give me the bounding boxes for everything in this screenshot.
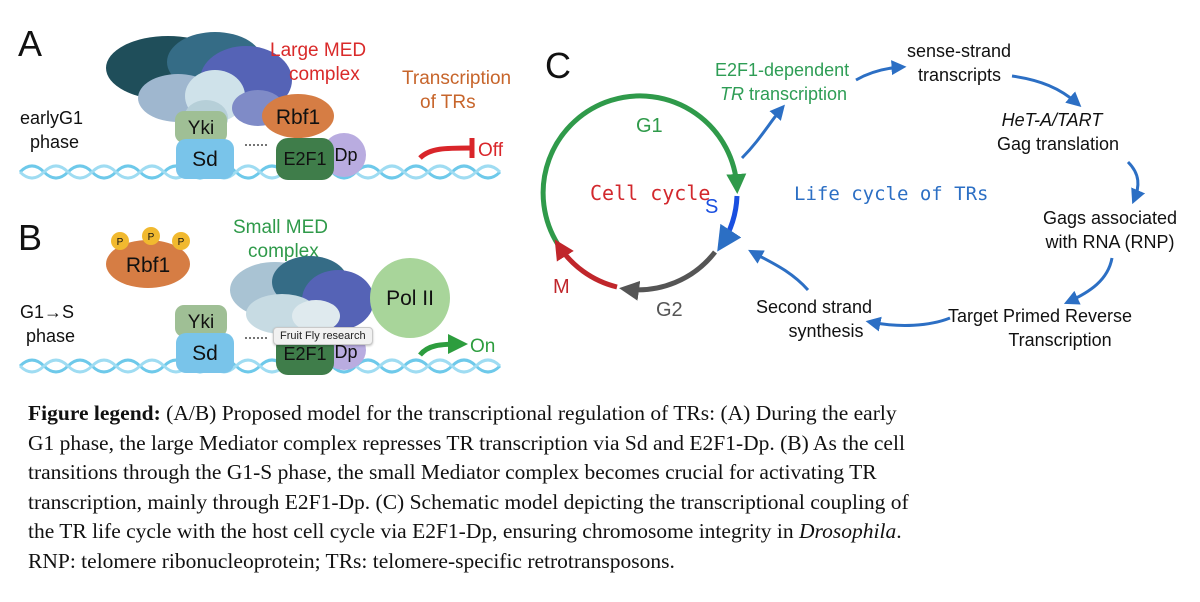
legend-line-1: Figure legend: (A/B) Proposed model for … <box>28 399 1178 429</box>
legend-text-1: (A/B) Proposed model for the transcripti… <box>160 401 897 425</box>
arrow-second-to-s <box>748 249 810 292</box>
legend-text-5b: Drosophila <box>799 519 897 543</box>
pol-ii-protein <box>370 258 450 338</box>
small-med-complex <box>230 256 374 334</box>
e2f1-label-b: E2F1 <box>283 344 326 364</box>
sense-strand-label-1: sense-strand <box>907 41 1011 61</box>
cell-cycle-arc-g2 <box>619 250 717 301</box>
phospho-label-1: P <box>117 237 124 248</box>
transcription-label-1: Transcription <box>402 68 511 89</box>
yki-label-b: Yki <box>188 312 214 333</box>
panel-a-letter: A <box>18 23 42 64</box>
legend-line-4: transcription, mainly through E2F1-Dp. (… <box>28 489 909 514</box>
second-strand-label-2: synthesis <box>788 321 863 341</box>
inhibition-arrow-off <box>418 145 473 160</box>
panel-c: C G1 S G2 M Cell cycle Life cycle of TRs… <box>540 41 1177 350</box>
tprt-label-2: Transcription <box>1008 330 1111 350</box>
legend-heading: Figure legend: <box>28 401 161 425</box>
phase-label-b-1: G1→S <box>20 302 74 322</box>
het-a-tart-label: HeT-A/TART <box>1002 110 1105 130</box>
dp-label-a: Dp <box>334 145 357 165</box>
transcription-label-2: of TRs <box>420 92 476 113</box>
arrow-het-to-gags <box>1126 160 1146 205</box>
dna-strand-b <box>18 358 502 374</box>
phospho-icon-3 <box>172 232 190 250</box>
cell-cycle-arc-s <box>717 195 742 252</box>
phase-g1-label: G1 <box>636 115 663 137</box>
yki-protein-a <box>175 111 227 143</box>
panel-b: B Rbf1 P P P Small MED complex G1→S phas… <box>18 217 502 375</box>
large-med-complex <box>106 32 292 136</box>
rbf1-label-b: Rbf1 <box>126 254 170 277</box>
sd-protein-a <box>176 139 234 179</box>
activation-arrow-on <box>418 334 468 357</box>
e2f1-protein-a <box>276 138 334 180</box>
arrow-tprt-to-second <box>865 316 951 332</box>
arrow-sense-to-het <box>1011 74 1082 107</box>
legend-text-5c: . <box>896 519 902 543</box>
rbf1-protein-a <box>262 94 334 138</box>
figure-diagram: A Large MED complex Transcription of TRs… <box>18 23 1177 375</box>
large-med-label-2: complex <box>289 64 360 85</box>
figure-legend: Figure legend: (A/B) Proposed model for … <box>28 399 1178 576</box>
panel-b-letter: B <box>18 217 42 258</box>
legend-line-6: RNP: telomere ribonucleoprotein; TRs: te… <box>28 548 675 573</box>
tooltip-fruit-fly: Fruit Fly research <box>273 327 373 345</box>
phospho-icon-2 <box>142 227 160 245</box>
legend-line-3: transitions through the G1-S phase, the … <box>28 460 877 484</box>
phase-label-a-1: earlyG1 <box>20 108 83 128</box>
tprt-label-1: Target Primed Reverse <box>948 306 1132 326</box>
second-strand-label-1: Second strand <box>756 297 872 317</box>
rbf1-label-a: Rbf1 <box>276 106 320 129</box>
panel-c-letter: C <box>545 45 571 86</box>
e2f1-label-a: E2F1 <box>283 149 326 169</box>
gag-translation-label: Gag translation <box>997 134 1119 154</box>
phase-s-label: S <box>705 196 718 218</box>
arrow-gags-to-tprt <box>1063 257 1114 305</box>
arrow-e2f1-to-sense <box>855 60 907 82</box>
yki-label-a: Yki <box>188 118 214 139</box>
tr-transcription-label: TR transcription <box>720 84 847 104</box>
large-med-label-1: Large MED <box>270 40 366 61</box>
dp-label-b: Dp <box>334 342 357 362</box>
e2f1-dependent-label: E2F1-dependent <box>715 60 849 80</box>
phase-m-label: M <box>553 276 570 298</box>
legend-line-5: the TR life cycle with the host cell cyc… <box>28 517 1178 547</box>
tr-italic: TR <box>720 84 744 104</box>
legend-line-2: G1 phase, the large Mediator complex rep… <box>28 430 905 455</box>
legend-text-5a: the TR life cycle with the host cell cyc… <box>28 519 800 543</box>
e2f1-protein-b <box>276 335 334 375</box>
phospho-label-2: P <box>148 232 155 243</box>
sense-strand-label-2: transcripts <box>918 65 1001 85</box>
tr-rest: transcription <box>744 84 847 104</box>
panel-a: A Large MED complex Transcription of TRs… <box>18 23 511 180</box>
gags-label-1: Gags associated <box>1043 208 1177 228</box>
phase-label-a-2: phase <box>30 132 79 152</box>
dna-strand-a <box>18 164 502 180</box>
phase-label-b-2: phase <box>26 326 75 346</box>
yki-protein-b <box>175 305 227 337</box>
off-label: Off <box>478 140 504 161</box>
sd-protein-b <box>176 333 234 373</box>
cell-cycle-arc-m <box>554 239 618 290</box>
cell-cycle-label: Cell cycle <box>590 181 710 205</box>
phospho-label-3: P <box>178 237 185 248</box>
cell-cycle-arc-g1 <box>540 93 747 246</box>
small-med-label-1: Small MED <box>233 217 328 238</box>
rbf1-protein-b <box>106 240 190 288</box>
phase-g2-label: G2 <box>656 299 683 321</box>
on-label: On <box>470 336 495 357</box>
gags-label-2: with RNA (RNP) <box>1044 232 1174 252</box>
pol-ii-label: Pol II <box>386 287 434 310</box>
life-cycle-label: Life cycle of TRs <box>794 183 988 205</box>
sd-label-b: Sd <box>192 342 218 365</box>
arrow-s-to-e2f1 <box>740 104 785 160</box>
sd-label-a: Sd <box>192 148 218 171</box>
phospho-icon-1 <box>111 232 129 250</box>
